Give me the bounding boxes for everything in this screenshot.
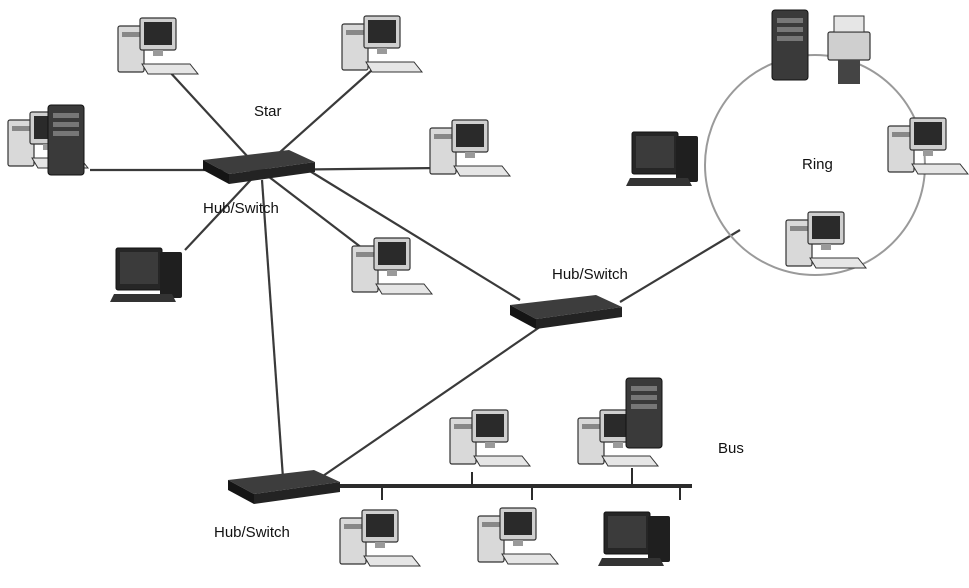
computer-icon bbox=[577, 377, 663, 467]
ring-hub-icon bbox=[510, 295, 622, 329]
computer-icon bbox=[117, 17, 199, 75]
tower-icon bbox=[771, 9, 809, 81]
computer-icon bbox=[477, 507, 559, 565]
star-hub-label: Hub/Switch bbox=[203, 200, 279, 217]
computer-icon bbox=[785, 211, 867, 269]
computer-icon bbox=[625, 131, 699, 187]
bus-line bbox=[335, 468, 692, 500]
computer-icon bbox=[887, 117, 969, 175]
star-label: Star bbox=[254, 103, 282, 120]
ring-hub-label: Hub/Switch bbox=[552, 266, 628, 283]
computer-icon bbox=[597, 511, 671, 567]
printer-icon bbox=[827, 15, 871, 84]
star-hub-icon bbox=[203, 150, 315, 184]
computer-icon bbox=[339, 509, 421, 567]
computer-icon bbox=[109, 247, 183, 303]
bus-label: Bus bbox=[718, 440, 744, 457]
bus-hub-label: Hub/Switch bbox=[214, 524, 290, 541]
bus-hub-icon bbox=[228, 470, 340, 504]
computer-icon bbox=[429, 119, 511, 177]
computer-icon bbox=[351, 237, 433, 295]
trunk-links bbox=[260, 164, 741, 479]
computer-icon bbox=[341, 15, 423, 73]
computer-icon bbox=[7, 104, 89, 176]
ring-label: Ring bbox=[802, 156, 833, 173]
computer-icon bbox=[449, 409, 531, 467]
